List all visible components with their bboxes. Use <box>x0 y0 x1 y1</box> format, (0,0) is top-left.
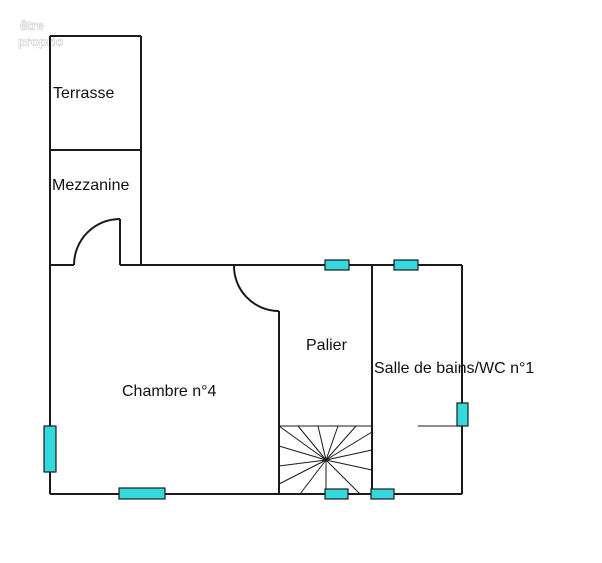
window-stairs-bottom <box>324 488 349 500</box>
window-bath-right <box>456 402 469 427</box>
window-palier-top <box>324 259 350 271</box>
staircase <box>278 425 373 495</box>
room-label-chambre: Chambre n°4 <box>122 383 217 400</box>
mezzanine-door <box>73 218 121 266</box>
window-chambre-left <box>43 425 57 473</box>
window-bath-bottom <box>370 488 395 500</box>
window-chambre-bottom <box>118 487 166 500</box>
room-label-mezzanine: Mezzanine <box>52 177 129 194</box>
interior-walls <box>278 265 462 494</box>
upper-column-walls <box>49 35 142 265</box>
chambre-door <box>232 264 280 312</box>
watermark-line-2: proprio <box>18 34 64 49</box>
room-label-terrasse: Terrasse <box>53 85 114 102</box>
room-label-salle-de-bains: Salle de bains/WC n°1 <box>374 360 534 377</box>
outer-walls <box>49 264 463 495</box>
window-bath-top <box>393 259 419 271</box>
room-label-palier: Palier <box>306 337 348 354</box>
watermark-line-1: être <box>20 18 44 33</box>
